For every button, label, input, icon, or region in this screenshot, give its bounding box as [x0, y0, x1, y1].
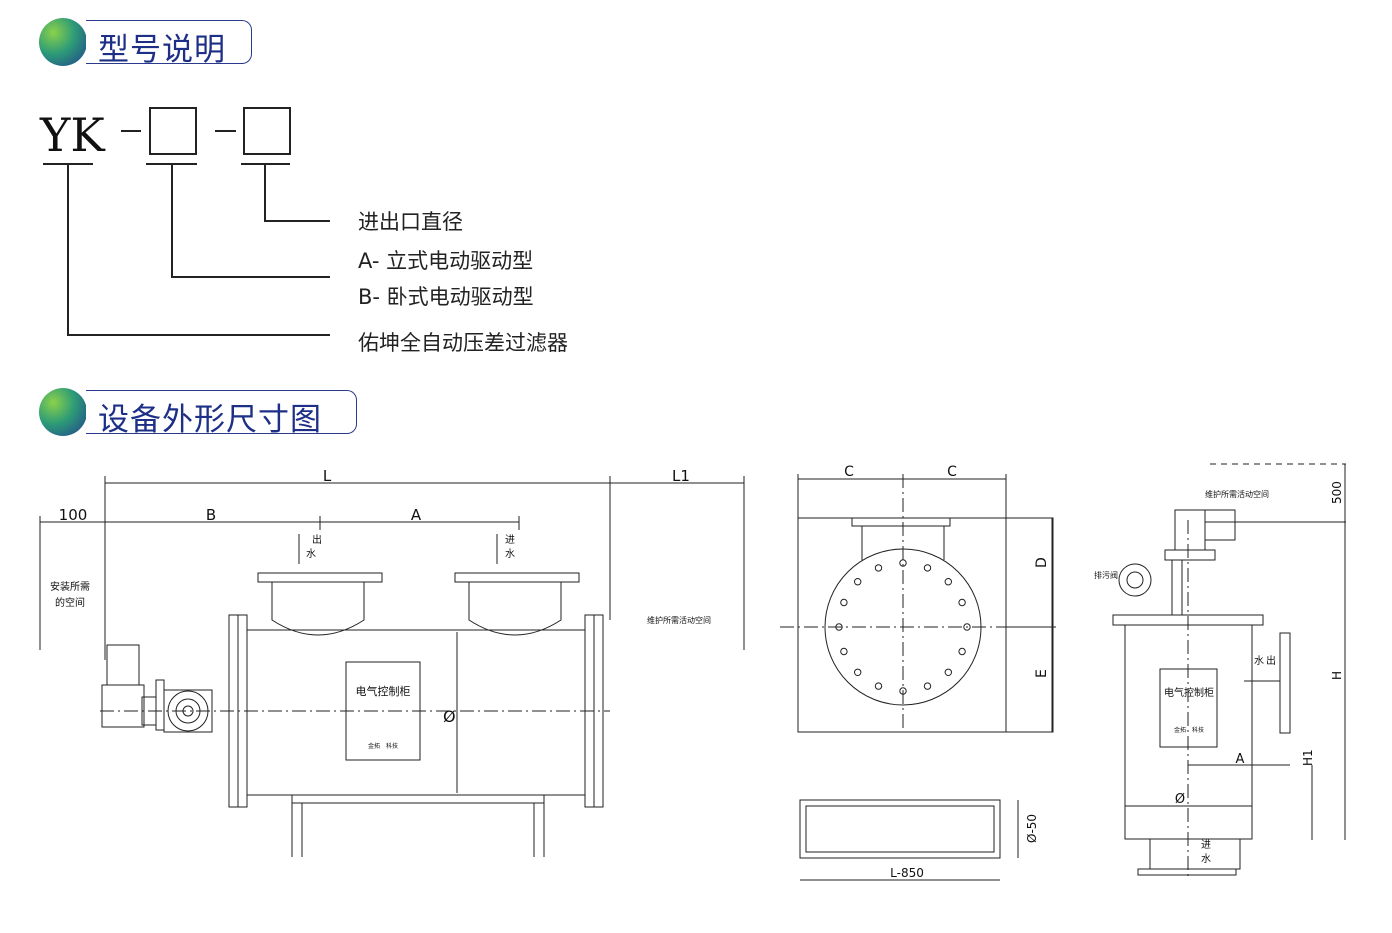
bolt-hole: [874, 564, 883, 572]
dim-label-l: L: [323, 467, 332, 485]
dim-label-h1: H1: [1301, 749, 1315, 766]
section-title-model: 型号说明: [98, 32, 226, 68]
vertical-cabinet-sub: 金拓 科技: [1174, 726, 1204, 734]
inlet-label-1: 进: [505, 534, 515, 546]
vertical-maintenance-label: 维护所需活动空间: [1205, 489, 1269, 499]
drain-valve-label: 排污阀: [1094, 570, 1118, 580]
dim-label-h: H: [1330, 671, 1344, 680]
inlet-label-2: 水: [505, 548, 515, 560]
bolt-hole: [854, 668, 862, 676]
model-code-diagram: [43, 107, 330, 336]
section-header-model: 型号说明: [39, 18, 253, 68]
vertical-outlet-label-2: 水: [1254, 655, 1264, 667]
legend-diameter: 进出口直径: [358, 210, 463, 234]
bolt-hole: [835, 623, 843, 631]
bullet-circle-icon: [39, 388, 87, 436]
bolt-hole: [923, 564, 932, 572]
diameter-label: Ø: [443, 707, 456, 726]
dim-label-500: 500: [1330, 481, 1344, 504]
bolt-hole: [899, 687, 907, 695]
bolt-hole: [840, 647, 848, 656]
bolt-hole: [923, 682, 932, 690]
bolt-hole: [944, 578, 952, 586]
legend-type-a: A- 立式电动驱动型: [358, 249, 534, 273]
bolt-hole: [874, 682, 883, 690]
bolt-hole: [958, 598, 966, 607]
dim-label-b: B: [206, 506, 216, 524]
legend-product-name: 佑坤全自动压差过滤器: [358, 331, 568, 355]
bullet-circle-icon: [39, 18, 87, 66]
base-view-drawing: [799, 799, 1019, 881]
bolt-hole: [944, 668, 952, 676]
dim-label-c1: C: [844, 464, 854, 480]
dim-label-width: Ø-50: [1025, 814, 1039, 843]
install-space-label-1: 安装所需: [50, 580, 90, 593]
maintenance-label: 维护所需活动空间: [647, 615, 711, 625]
vertical-view-drawing: [1112, 463, 1346, 880]
dim-label-d: D: [1034, 557, 1050, 568]
vertical-dim-label-a: A: [1236, 752, 1245, 767]
dim-label-100: 100: [59, 506, 88, 524]
outlet-label-1: 出: [312, 533, 322, 546]
dim-label-l1: L1: [672, 467, 690, 485]
vertical-inlet-label-2: 水: [1201, 853, 1211, 865]
section-header-dimensions: 设备外形尺寸图: [39, 388, 359, 438]
section-title-dimensions: 设备外形尺寸图: [98, 402, 322, 438]
model-prefix: YK: [40, 108, 105, 162]
bolt-hole: [840, 598, 848, 607]
bolt-hole: [958, 647, 966, 656]
cabinet-title: 电气控制柜: [356, 684, 411, 698]
side-view-drawing: [780, 474, 1056, 733]
front-view-drawing: [39, 476, 745, 857]
vertical-inlet-label-1: 进: [1201, 839, 1211, 851]
dim-label-e: E: [1034, 669, 1050, 678]
vertical-diameter-label: Ø: [1175, 792, 1185, 807]
outlet-label-2: 水: [306, 548, 316, 560]
vertical-outlet-label-1: 出: [1266, 654, 1276, 667]
dim-label-a: A: [411, 506, 422, 524]
install-space-label-2: 的空间: [55, 596, 85, 609]
bolt-hole: [963, 623, 971, 631]
legend-type-b: B- 卧式电动驱动型: [358, 285, 534, 309]
bolt-hole: [899, 559, 907, 567]
dim-label-c2: C: [947, 464, 957, 480]
dim-label-length: L-850: [890, 866, 924, 880]
vertical-cabinet-title: 电气控制柜: [1164, 686, 1214, 699]
bolt-hole: [854, 578, 862, 586]
cabinet-sub: 金拓 科技: [368, 742, 398, 750]
